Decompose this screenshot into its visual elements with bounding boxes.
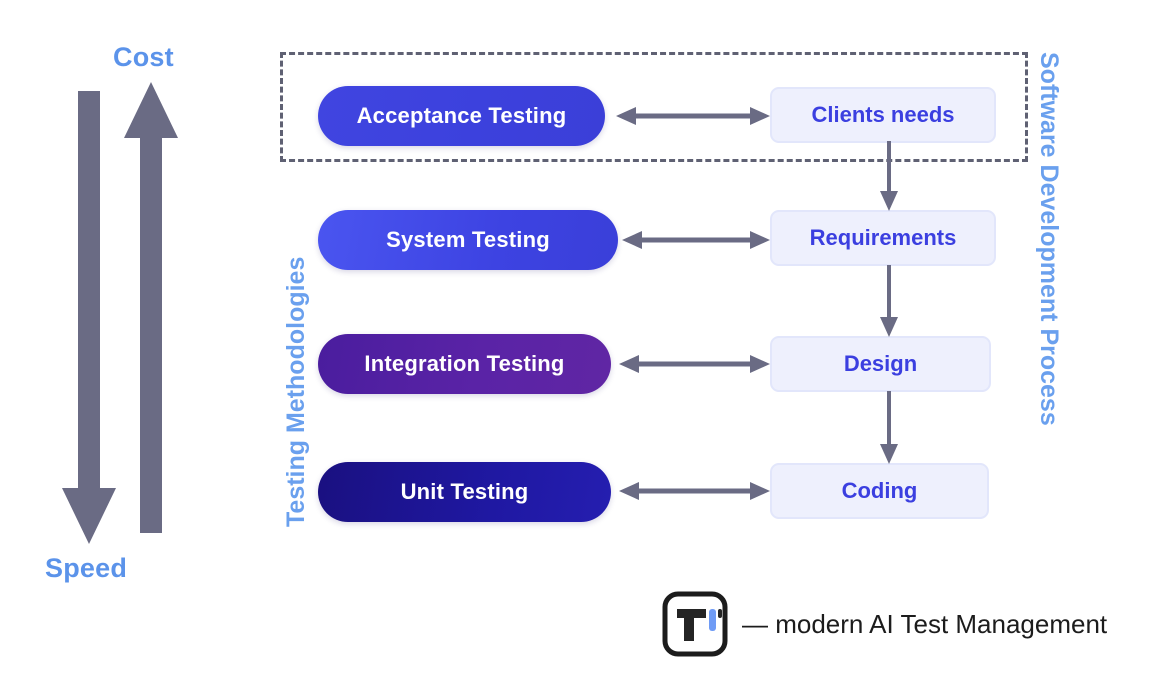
link-system-to-requirements-arrow [622,231,770,249]
link-integration-to-design-arrow [619,355,770,373]
box-clients-needs[interactable]: Clients needs [770,87,996,143]
speed-down-arrow-icon [62,91,116,544]
software-development-process-caption: Software Development Process [1035,52,1063,426]
box-coding[interactable]: Coding [770,463,989,519]
cost-axis-label: Cost [113,42,174,72]
pill-acceptance-testing[interactable]: Acceptance Testing [318,86,605,146]
pill-integration-testing[interactable]: Integration Testing [318,334,611,394]
link-clients-needs-to-requirements-arrow [880,141,898,211]
link-design-to-coding-arrow [880,391,898,464]
cost-up-arrow-icon [124,82,178,533]
link-acceptance-to-clients-needs-arrow [616,107,770,125]
pill-unit-testing[interactable]: Unit Testing [318,462,611,522]
speed-axis-label: Speed [45,553,128,583]
footer-branding: — modern AI Test Management [662,591,1107,657]
link-unit-to-coding-arrow [619,482,770,500]
testing-methodologies-caption: Testing Methodologies [282,256,310,527]
testomat-logo-icon [662,591,728,657]
link-requirements-to-design-arrow [880,265,898,337]
acceptance-group-dashed-box [280,52,1028,162]
box-design[interactable]: Design [770,336,991,392]
footer-tagline: — modern AI Test Management [742,608,1108,639]
box-requirements[interactable]: Requirements [770,210,996,266]
pill-system-testing[interactable]: System Testing [318,210,618,270]
